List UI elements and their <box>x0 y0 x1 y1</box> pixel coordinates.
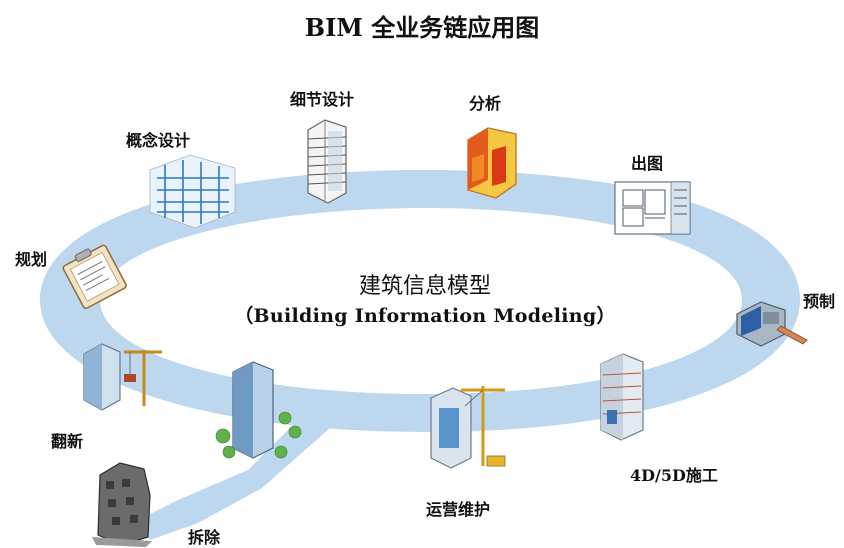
center-subtitle: （Building Information Modeling） <box>234 305 616 327</box>
wireframe-building-icon <box>149 154 236 229</box>
stage-label-demolition: 拆除 <box>188 528 221 547</box>
floorplan-sheet-icon <box>614 181 691 235</box>
stage-label-concept-design: 概念设计 <box>126 131 191 150</box>
stage-label-construction: 4D/5D施工 <box>630 466 718 485</box>
stage-label-detail-design: 细节设计 <box>290 90 355 109</box>
stage-label-operation: 运营维护 <box>426 500 491 519</box>
building-with-crane-icon <box>430 386 506 469</box>
renovation-building-icon <box>83 343 162 411</box>
stage-label-drawing: 出图 <box>631 154 664 173</box>
diagram-title: BIM 全业务链应用图 <box>304 13 540 42</box>
stage-label-analysis: 分析 <box>469 94 502 113</box>
renovation-building-icon <box>215 361 302 459</box>
building-under-construction-icon <box>600 353 644 441</box>
detailed-tower-icon <box>307 119 347 204</box>
clipboard-icon <box>62 244 127 309</box>
center-title: 建筑信息模型 <box>358 274 491 299</box>
analysis-model-icon <box>467 127 517 199</box>
stage-label-planning: 规划 <box>15 250 48 269</box>
prefab-machine-icon <box>736 301 808 347</box>
demolished-building-icon <box>92 462 152 547</box>
stage-label-prefab: 预制 <box>803 292 836 311</box>
stage-label-renovation: 翻新 <box>51 432 84 451</box>
